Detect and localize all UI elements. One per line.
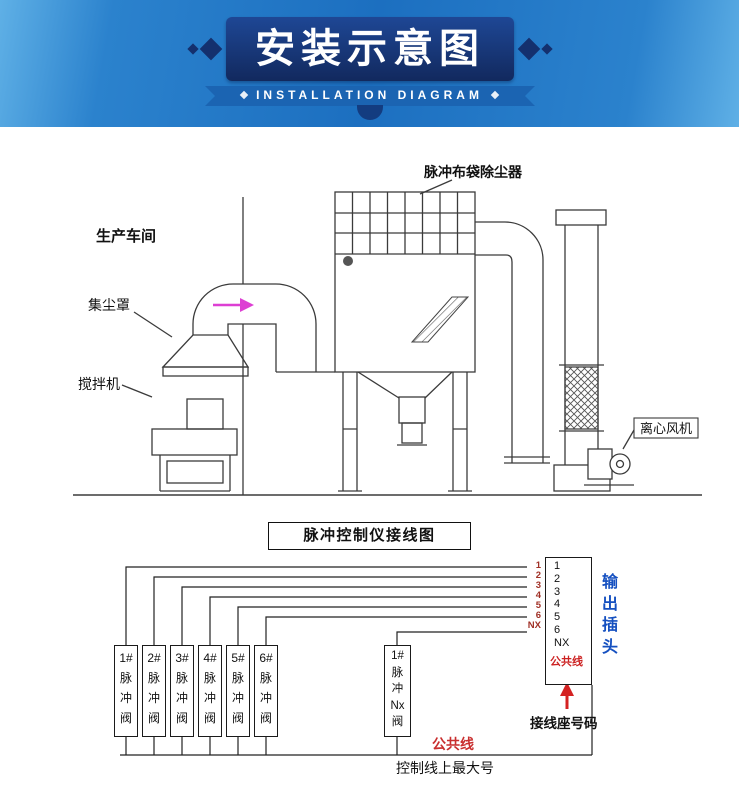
fan-label: 离心风机 bbox=[640, 421, 692, 436]
wire-4 bbox=[209, 596, 527, 645]
hopper bbox=[357, 371, 453, 399]
pulse-valve-box-2: 2# 脉 冲 阀 bbox=[142, 645, 166, 737]
ribbon-fold bbox=[357, 105, 383, 120]
terminal-common-label: 公共线 bbox=[550, 655, 583, 668]
stack-cap bbox=[555, 209, 607, 226]
common-line-label: 公共线 bbox=[432, 736, 474, 752]
common-wire bbox=[120, 685, 593, 756]
outlet-duct bbox=[475, 221, 550, 464]
dust-collector bbox=[334, 191, 476, 492]
collector-label: 脉冲布袋除尘器 bbox=[423, 164, 523, 180]
inlet-louver bbox=[410, 296, 470, 343]
wiring-diagram-section: 脉冲控制仪接线图 1# 脉 冲 阀 2# 脉 冲 阀 3# 脉 冲 阀 4# 脉… bbox=[0, 513, 739, 800]
wire-numbers: 1 2 3 4 5 6 NX bbox=[527, 560, 541, 631]
pulse-valve-box-6: 6# 脉 冲 阀 bbox=[254, 645, 278, 737]
wire-1 bbox=[125, 566, 527, 645]
pulse-valve bbox=[343, 256, 353, 266]
terminal-numbers: 1 2 3 4 5 6 NX bbox=[554, 560, 570, 649]
suction-duct bbox=[192, 283, 335, 373]
machine-diagram: 脉冲布袋除尘器 生产车间 集尘罩 搅拌机 离心风机 bbox=[73, 164, 702, 496]
leader-line bbox=[419, 179, 453, 195]
pointer-arrow-icon bbox=[560, 682, 574, 709]
terminal-block-caption: 接线座号码 bbox=[530, 716, 598, 731]
machine-linework bbox=[73, 179, 702, 496]
page-subtitle: INSTALLATION DIAGRAM bbox=[256, 88, 483, 102]
wire-nx bbox=[396, 631, 527, 645]
diamond-icon bbox=[541, 43, 553, 55]
airflow-arrow-icon bbox=[213, 298, 254, 312]
pulse-valve-box-1: 1# 脉 冲 阀 bbox=[114, 645, 138, 737]
wire-2 bbox=[153, 576, 527, 645]
installation-diagram-section: 脉冲布袋除尘器 生产车间 集尘罩 搅拌机 离心风机 bbox=[0, 127, 739, 513]
centrifugal-fan bbox=[584, 448, 634, 486]
pulse-valve-box-5: 5# 脉 冲 阀 bbox=[226, 645, 250, 737]
title-plate: 安装示意图 bbox=[226, 17, 514, 81]
page-title: 安装示意图 bbox=[255, 27, 485, 71]
dust-hood bbox=[161, 334, 250, 377]
wiring-linework bbox=[120, 566, 593, 756]
ribbon-band bbox=[205, 86, 535, 106]
pulse-valve-box-nx: 1# 脉 冲 Nx 阀 bbox=[384, 645, 411, 737]
leader-line bbox=[133, 311, 173, 338]
output-plug-label: 输 出 插 头 bbox=[602, 574, 619, 656]
diamond-icon bbox=[199, 37, 223, 61]
hood-label: 集尘罩 bbox=[88, 297, 130, 313]
wiring-title: 脉冲控制仪接线图 bbox=[268, 522, 471, 550]
pulse-valve-box-3: 3# 脉 冲 阀 bbox=[170, 645, 194, 737]
diamond-icon bbox=[490, 90, 500, 100]
wire-3 bbox=[181, 586, 527, 645]
machine-labels: 脉冲布袋除尘器 生产车间 集尘罩 搅拌机 离心风机 bbox=[78, 164, 692, 436]
fan-label-box bbox=[633, 417, 699, 439]
pulse-valve-box-4: 4# 脉 冲 阀 bbox=[198, 645, 222, 737]
leader-line bbox=[622, 429, 635, 450]
subtitle-row: INSTALLATION DIAGRAM bbox=[0, 88, 739, 102]
max-number-note: 控制线上最大号 bbox=[396, 760, 494, 776]
workshop-label: 生产车间 bbox=[96, 227, 156, 245]
diamond-icon bbox=[517, 37, 541, 61]
wiring-diagram bbox=[120, 566, 593, 756]
terminal-block: 1 2 3 4 5 6 NX 公共线 bbox=[545, 557, 592, 685]
header-banner: 安装示意图 INSTALLATION DIAGRAM bbox=[0, 0, 739, 127]
support-legs bbox=[342, 372, 468, 491]
flex-connector bbox=[564, 366, 599, 430]
wire-6 bbox=[265, 616, 527, 645]
mixer-label: 搅拌机 bbox=[78, 376, 120, 392]
mixer bbox=[151, 398, 238, 492]
diamond-icon bbox=[239, 90, 249, 100]
wire-5 bbox=[237, 606, 527, 645]
chimney-stack bbox=[553, 209, 611, 492]
diamond-icon bbox=[187, 43, 199, 55]
leader-line bbox=[121, 384, 153, 398]
